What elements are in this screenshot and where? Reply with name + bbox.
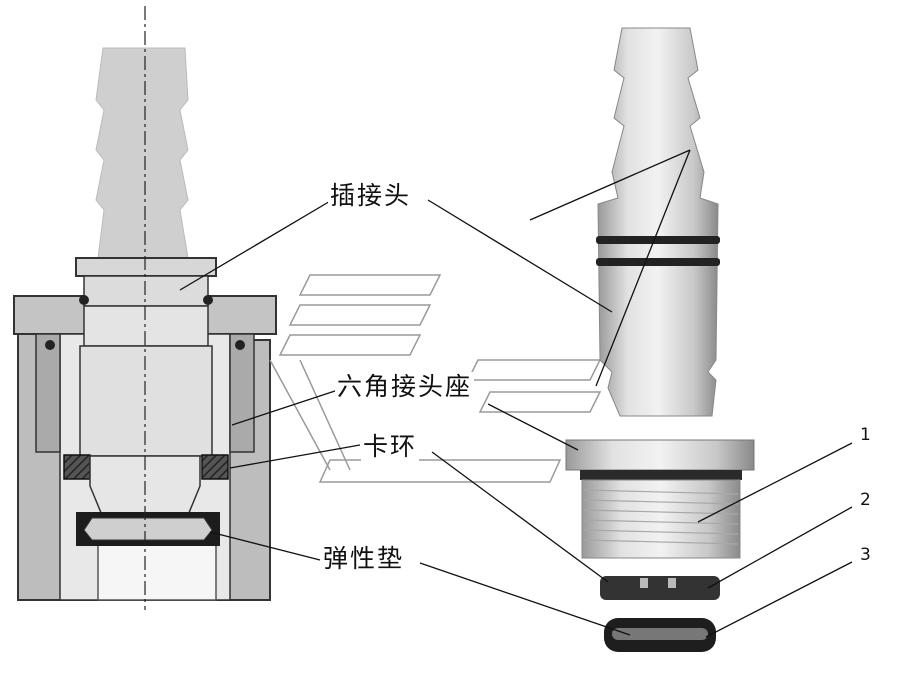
label-plug: 插接头 (328, 181, 414, 211)
number-3: 3 (860, 545, 871, 565)
snap-ring-section-left (63, 454, 91, 480)
number-2: 2 (860, 490, 871, 510)
plug-barb (95, 47, 189, 259)
leader-lines (179, 149, 853, 638)
number-1: 1 (860, 425, 871, 445)
label-elastic-pad: 弹性垫 (321, 544, 407, 574)
label-hex-seat: 六角接头座 (335, 372, 475, 402)
watermark-logo (269, 274, 602, 483)
snap-ring-section-right (201, 454, 229, 480)
exploded-view (565, 27, 755, 652)
plug-part (597, 27, 719, 417)
label-snap-ring: 卡环 (361, 432, 420, 462)
snap-ring-part (600, 576, 720, 600)
hex-seat-part (565, 439, 755, 471)
cross-section-view (13, 6, 277, 610)
